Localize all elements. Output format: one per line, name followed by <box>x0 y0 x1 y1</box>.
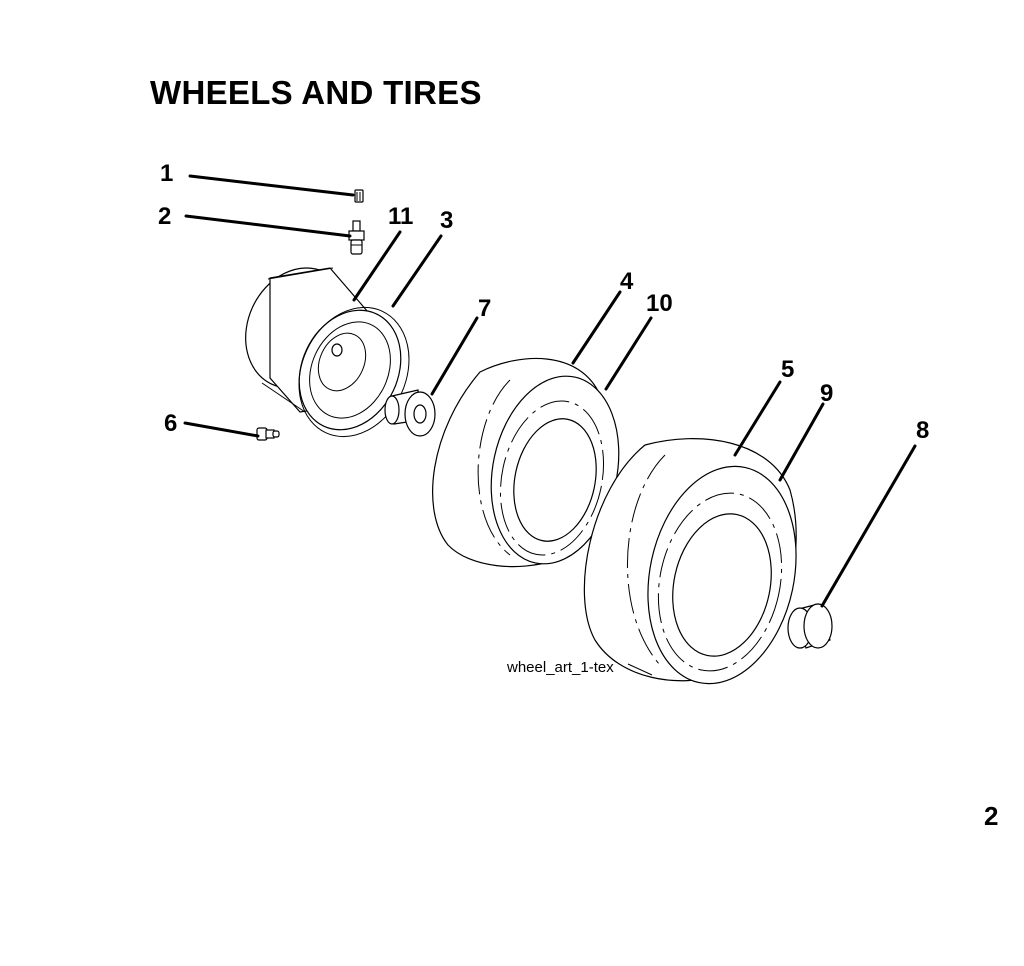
part-front-tire <box>432 357 620 568</box>
callout-11: 11 <box>388 203 413 230</box>
callout-1: 1 <box>160 160 173 187</box>
callout-numbers: 1 2 11 3 6 7 4 10 5 9 8 <box>158 160 929 444</box>
leader-3 <box>391 234 443 308</box>
leader-4 <box>571 290 622 365</box>
art-label: wheel_art_1-tex <box>506 659 614 676</box>
page-number: 2 <box>984 801 998 831</box>
callout-5: 5 <box>781 356 794 383</box>
part-bushing <box>384 389 436 437</box>
leader-6 <box>183 421 260 438</box>
callout-10: 10 <box>646 290 673 317</box>
part-valve-cap <box>354 189 364 203</box>
callout-4: 4 <box>620 268 634 295</box>
leader-8 <box>820 444 917 608</box>
callout-9: 9 <box>820 380 833 407</box>
callout-2: 2 <box>158 203 171 230</box>
callout-3: 3 <box>440 207 453 234</box>
leader-1 <box>188 174 355 197</box>
page-title: WHEELS AND TIRES <box>150 74 482 111</box>
callout-7: 7 <box>478 295 491 322</box>
leader-5 <box>733 380 782 457</box>
part-grease-fitting <box>256 427 280 441</box>
leader-9 <box>778 402 825 482</box>
leader-2 <box>184 214 352 238</box>
part-valve-stem <box>348 220 365 255</box>
part-wheel-rim <box>245 267 402 431</box>
callout-6: 6 <box>164 410 177 437</box>
leader-11 <box>352 230 402 302</box>
callout-8: 8 <box>916 417 929 444</box>
leader-lines <box>183 174 917 676</box>
leader-10 <box>604 316 653 391</box>
leader-art-label <box>627 663 653 676</box>
part-rear-tire <box>583 438 797 685</box>
leader-7 <box>430 316 479 396</box>
part-hub-cap <box>787 603 833 649</box>
